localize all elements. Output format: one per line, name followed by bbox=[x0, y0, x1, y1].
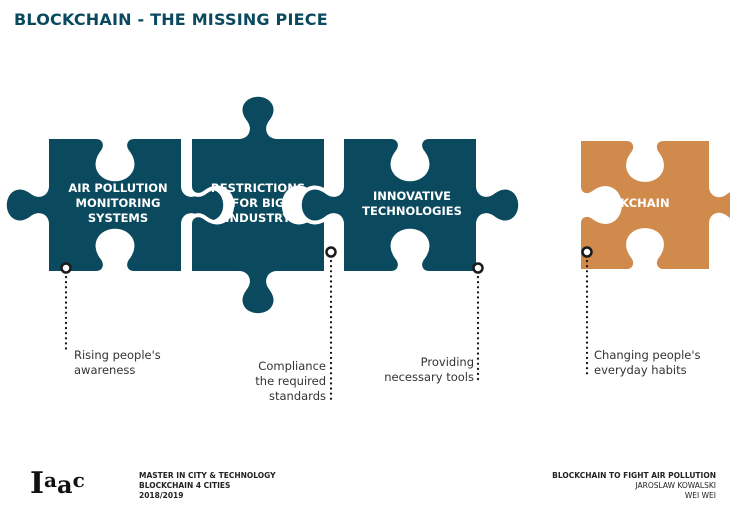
note-habits: Changing people's everyday habits bbox=[594, 348, 701, 377]
puzzle-piece-restrictions bbox=[188, 92, 328, 318]
footer-project-info: BLOCKCHAIN TO FIGHT AIR POLLUTION JAROSL… bbox=[552, 471, 716, 501]
note-tools: Providing necessary tools bbox=[384, 355, 474, 384]
footer-course-info: MASTER IN CITY & TECHNOLOGY BLOCKCHAIN 4… bbox=[139, 471, 276, 501]
pin-habits bbox=[581, 246, 593, 258]
footer-author-1: JAROSLAW KOWALSKI bbox=[635, 481, 716, 490]
piece-label-air-pollution: AIR POLLUTION MONITORING SYSTEMS bbox=[68, 181, 168, 225]
footer-program: MASTER IN CITY & TECHNOLOGY bbox=[139, 471, 276, 480]
piece-label-blockchain: BLOCKCHAIN bbox=[586, 196, 670, 210]
puzzle-piece-air-pollution bbox=[2, 135, 228, 275]
iaac-logo: Iaac bbox=[30, 466, 85, 501]
footer-author-2: WEI WEI bbox=[684, 491, 716, 500]
pin-compliance bbox=[325, 246, 337, 258]
piece-label-innovative: INNOVATIVE TECHNOLOGIES bbox=[362, 189, 462, 218]
pin-tools bbox=[472, 262, 484, 274]
page-title: BLOCKCHAIN - THE MISSING PIECE bbox=[14, 10, 328, 29]
note-awareness: Rising people's awareness bbox=[74, 348, 161, 377]
footer-project-title: BLOCKCHAIN TO FIGHT AIR POLLUTION bbox=[552, 471, 716, 480]
puzzle-piece-blockchain bbox=[577, 137, 730, 273]
footer-year: 2018/2019 bbox=[139, 491, 184, 500]
footer-course: BLOCKCHAIN 4 CITIES bbox=[139, 481, 231, 490]
note-compliance: Compliance the required standards bbox=[255, 359, 326, 403]
pin-awareness bbox=[60, 262, 72, 274]
piece-label-restrictions: RESTRICTIONS FOR BIG INDUSTRY bbox=[210, 181, 306, 225]
